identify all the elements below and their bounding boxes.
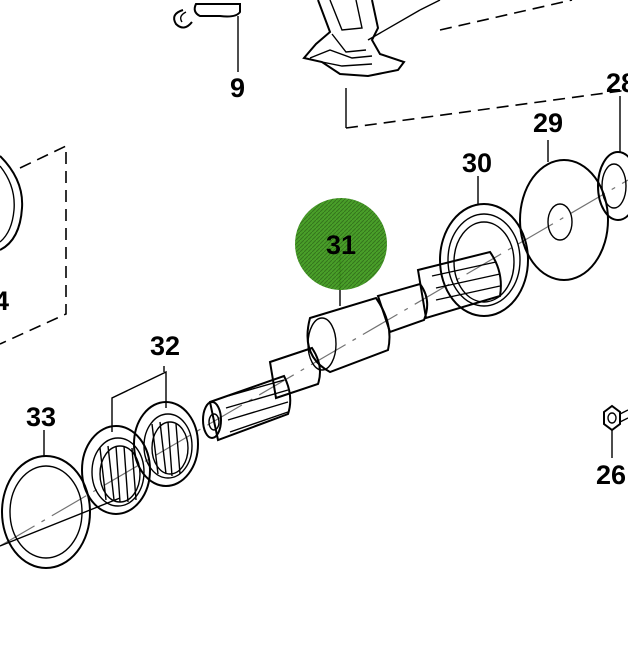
highlight-part-31 [295, 198, 387, 290]
label-part-30: 30 [462, 148, 492, 178]
label-part-31: 31 [326, 230, 356, 260]
part-26-bolt [603, 404, 628, 458]
label-part-29: 29 [533, 108, 563, 138]
part-32-needle-bearings [81, 366, 199, 515]
part-33-ring [0, 430, 121, 569]
part-29-washer [519, 140, 609, 281]
part-9-pin [173, 3, 241, 72]
bracket-housing [302, 0, 628, 129]
label-part-4: 4 [0, 286, 9, 316]
center-axis [0, 179, 628, 547]
part-28-bearing [597, 96, 628, 221]
label-part-26: 26 [596, 460, 626, 490]
label-part-33: 33 [26, 402, 56, 432]
label-part-32: 32 [150, 331, 180, 361]
part-30-seal [439, 176, 529, 317]
part-31-shaft [202, 250, 502, 442]
label-part-28: 28 [606, 68, 628, 98]
part-4-ring-partial [0, 144, 67, 345]
label-part-9: 9 [230, 73, 245, 103]
